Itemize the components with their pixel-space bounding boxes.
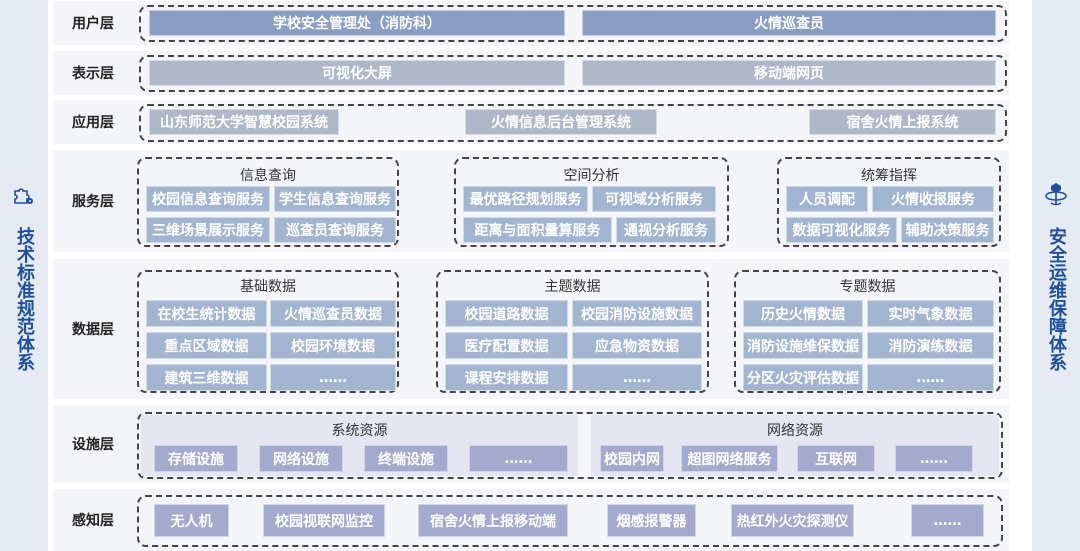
data-box: …… [867, 364, 994, 391]
data-box: 校园道路数据 [445, 300, 568, 327]
facility-box: …… [469, 445, 568, 472]
facility-box: 校园内网 [600, 445, 664, 472]
service-box: 辅助决策服务 [901, 217, 994, 243]
user-box: 学校安全管理处（消防科） [149, 10, 565, 36]
security-ops-title: 安全运维保障体系 [1046, 226, 1067, 371]
layer-label: 数据层 [72, 322, 114, 338]
data-box: 校园消防设施数据 [572, 300, 702, 327]
user-layer-frame [139, 5, 1007, 42]
data-layer: 数据层 基础数据 在校生统计数据 火情巡查员数据 重点区域数据 校园环境数据 建… [53, 259, 1009, 399]
perception-box: …… [911, 504, 984, 537]
service-box: 可视域分析服务 [592, 186, 716, 212]
group-title: 基础数据 [240, 279, 296, 295]
data-box: 火情巡查员数据 [270, 300, 396, 327]
facility-box: 超图网络服务 [681, 445, 778, 472]
application-box: 火情信息后台管理系统 [465, 109, 657, 135]
group-title: 信息查询 [240, 168, 296, 184]
service-layer: 服务层 信息查询 校园信息查询服务 学生信息查询服务 三维场景展示服务 巡查员查… [53, 150, 1009, 252]
presentation-box: 可视化大屏 [149, 60, 565, 86]
facility-box: 存储设施 [154, 445, 238, 472]
group-title: 专题数据 [839, 279, 896, 295]
service-group-spatial-analysis: 空间分析 [454, 157, 729, 247]
data-box: …… [572, 364, 702, 391]
perception-box: 校园视联网监控 [263, 504, 385, 537]
data-group-special: 专题数据 [734, 270, 1001, 393]
service-box: 火情收报服务 [872, 186, 994, 212]
group-title: 统筹指挥 [861, 168, 917, 184]
service-group-command: 统筹指挥 [777, 157, 1001, 247]
perception-box: 烟感报警器 [607, 504, 696, 537]
data-box: 应急物资数据 [572, 332, 702, 359]
data-box: 校园环境数据 [270, 332, 396, 359]
service-box: 学生信息查询服务 [274, 186, 396, 212]
perception-layer-frame [137, 495, 1003, 547]
group-title: 网络资源 [767, 423, 823, 439]
application-box: 山东师范大学智慧校园系统 [149, 109, 339, 135]
group-title: 空间分析 [563, 168, 620, 184]
data-box: 课程安排数据 [445, 364, 568, 391]
perception-box: 无人机 [154, 504, 229, 537]
user-layer: 用户层 学校安全管理处（消防科） 火情巡查员 [53, 1, 1009, 45]
layer-label: 感知层 [72, 513, 114, 529]
service-box: 人员调配 [786, 186, 868, 212]
data-box: 在校生统计数据 [146, 300, 267, 327]
application-box: 宿舍火情上报系统 [809, 109, 996, 135]
facility-box: 互联网 [797, 445, 875, 472]
technical-standards-sidebar: 技术标准规范体系 [0, 0, 48, 551]
service-box: 距离与面积量算服务 [463, 217, 612, 243]
service-group-info-query: 信息查询 [137, 157, 399, 247]
perception-box: 热红外火灾探测仪 [731, 504, 854, 537]
service-box: 最优路径规划服务 [463, 186, 588, 212]
layer-label: 用户层 [72, 16, 114, 32]
data-box: 消防演练数据 [867, 332, 994, 359]
data-box: 消防设施维保数据 [743, 332, 863, 359]
presentation-layer-frame [139, 55, 1007, 92]
group-title: 系统资源 [331, 423, 388, 439]
service-box: 数据可视化服务 [786, 217, 897, 243]
data-box: 分区火灾评估数据 [743, 364, 863, 391]
perception-layer: 感知层 无人机 校园视联网监控 宿舍火情上报移动端 烟感报警器 热红外火灾探测仪… [53, 489, 1009, 551]
layer-label: 应用层 [72, 115, 114, 131]
facility-box: 终端设施 [364, 445, 448, 472]
group-title: 主题数据 [544, 279, 601, 295]
security-globe-icon [1045, 182, 1067, 205]
layer-label: 服务层 [72, 194, 114, 210]
service-box: 三维场景展示服务 [146, 217, 270, 243]
puzzle-gear-icon [14, 187, 33, 204]
data-box: 历史火情数据 [743, 300, 863, 327]
application-layer-frame [139, 104, 1007, 142]
user-box: 火情巡查员 [582, 10, 996, 36]
application-layer: 应用层 山东师范大学智慧校园系统 火情信息后台管理系统 宿舍火情上报系统 [53, 100, 1009, 144]
data-group-theme: 主题数据 [436, 270, 709, 393]
layer-label: 设施层 [72, 437, 114, 453]
service-box: 巡查员查询服务 [274, 217, 396, 243]
data-box: 建筑三维数据 [146, 364, 267, 391]
data-box: 医疗配置数据 [445, 332, 568, 359]
service-box: 校园信息查询服务 [146, 186, 270, 212]
perception-box: 宿舍火情上报移动端 [418, 504, 568, 537]
facility-layer-frame [137, 412, 1003, 479]
data-box: 重点区域数据 [146, 332, 267, 359]
data-box: …… [270, 364, 396, 391]
facility-box: …… [895, 445, 973, 472]
presentation-layer: 表示层 可视化大屏 移动端网页 [53, 51, 1009, 95]
data-group-basic: 基础数据 [137, 270, 399, 393]
security-ops-sidebar: 安全运维保障体系 [1032, 0, 1080, 551]
service-box: 通视分析服务 [616, 217, 716, 243]
technical-standards-title: 技术标准规范体系 [14, 226, 35, 371]
presentation-box: 移动端网页 [582, 60, 996, 86]
data-box: 实时气象数据 [867, 300, 994, 327]
facility-box: 网络设施 [259, 445, 343, 472]
layer-label: 表示层 [72, 66, 114, 82]
facility-layer: 设施层 系统资源 存储设施 网络设施 终端设施 …… 网络资源 校园内网 超图网… [53, 405, 1009, 483]
